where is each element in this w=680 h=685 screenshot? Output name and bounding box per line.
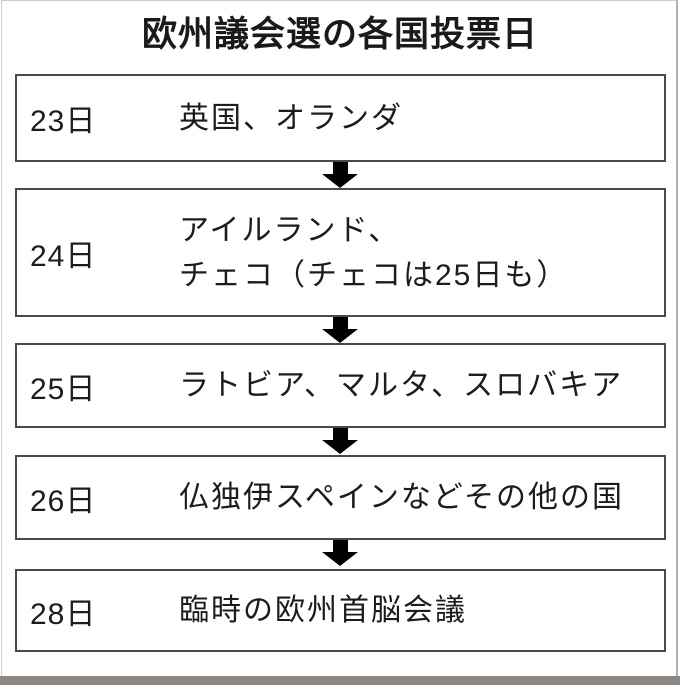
entry-text: ラトビア、マルタ、スロバキア — [179, 363, 623, 408]
step-box-26: 26日 仏独伊スペインなどその他の国 — [15, 455, 666, 540]
entry-text: アイルランド、 チェコ（チェコは25日も） — [179, 208, 568, 298]
step-box-28: 28日 臨時の欧州首脳会議 — [15, 569, 666, 652]
entry-text: 英国、オランダ — [179, 96, 403, 141]
down-arrow-icon — [322, 317, 358, 343]
entry-line: 臨時の欧州首脳会議 — [179, 594, 467, 627]
date-label: 24日 — [30, 239, 97, 273]
date-label: 26日 — [30, 484, 97, 518]
date-label: 25日 — [30, 372, 97, 406]
entry-line: 英国、オランダ — [179, 101, 403, 135]
down-arrow-icon — [322, 428, 358, 454]
entry-line: 仏独伊スペインなどその他の国 — [179, 481, 624, 514]
entry-line: アイルランド、 — [179, 213, 401, 247]
down-arrow-icon — [322, 162, 358, 188]
step-box-24: 24日 アイルランド、 チェコ（チェコは25日も） — [15, 188, 666, 317]
step-box-23: 23日 英国、オランダ — [15, 74, 666, 162]
date-label: 23日 — [30, 105, 97, 138]
date-label: 28日 — [30, 597, 97, 631]
entry-line: チェコ（チェコは25日も） — [179, 258, 569, 292]
entry-line: ラトビア、マルタ、スロバキア — [179, 369, 624, 402]
page-title: 欧州議会選の各国投票日 — [141, 15, 538, 54]
bottom-bar — [0, 676, 680, 685]
down-arrow-icon — [322, 540, 358, 566]
step-box-25: 25日 ラトビア、マルタ、スロバキア — [15, 343, 666, 428]
entry-text: 臨時の欧州首脳会議 — [179, 588, 467, 633]
entry-text: 仏独伊スペインなどその他の国 — [179, 475, 624, 520]
